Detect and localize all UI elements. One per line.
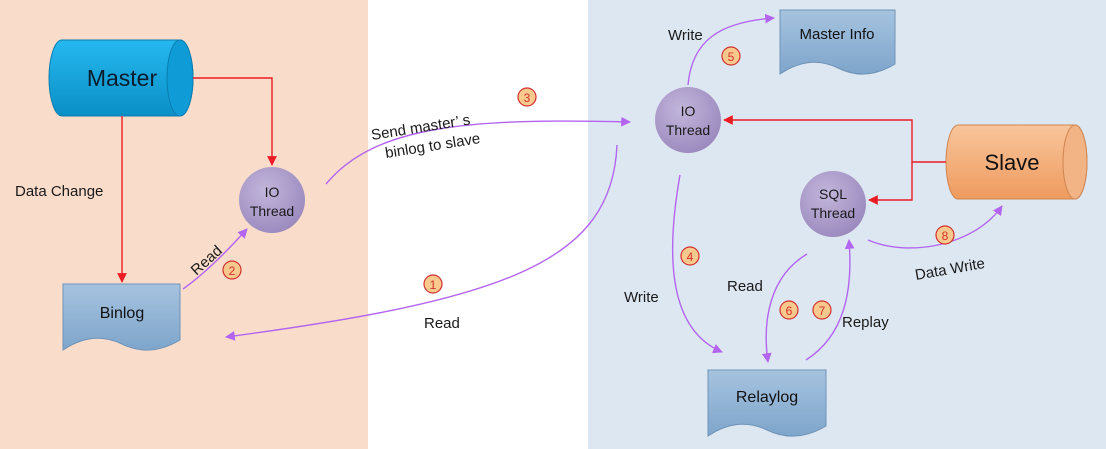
master-io-thread-line2: Thread: [250, 203, 294, 219]
master-db: Master: [48, 39, 194, 117]
arrow-write-relaylog: [671, 174, 723, 354]
slave-db: Slave: [945, 124, 1088, 200]
arrow-write-master-info: [687, 13, 775, 86]
label-read-relaylog: Read: [727, 278, 763, 295]
binlog-label: Binlog: [100, 305, 144, 322]
master-info-label: Master Info: [799, 26, 874, 43]
step-7-text: 7: [819, 304, 826, 318]
step-badge-8: 8: [935, 225, 955, 245]
arrow-slave-to-sql-thread: [868, 162, 913, 205]
slave-label: Slave: [984, 150, 1039, 175]
purple-arrows: [182, 13, 1003, 363]
binlog-doc: Binlog: [62, 283, 181, 351]
master-info-doc: Master Info: [779, 9, 896, 75]
step-badge-1: 1: [423, 274, 443, 294]
arrow-data-write: [867, 205, 1003, 249]
step-badge-6: 6: [779, 300, 799, 320]
step-badge-3: 3: [517, 87, 537, 107]
arrow-read-request: [225, 144, 618, 341]
slave-io-thread: IO Thread: [655, 87, 721, 153]
step-2-text: 2: [229, 264, 236, 278]
step-badges: 1 2 3 4 5 6 7 8: [222, 46, 955, 320]
step-badge-7: 7: [812, 300, 832, 320]
step-badge-4: 4: [680, 246, 700, 266]
step-5-text: 5: [728, 50, 735, 64]
step-4-text: 4: [687, 250, 694, 264]
master-io-thread-line1: IO: [265, 184, 280, 200]
step-1-text: 1: [430, 278, 437, 292]
master-label: Master: [87, 65, 158, 91]
arrow-read-binlog: [182, 228, 248, 290]
sql-thread: SQL Thread: [800, 171, 866, 237]
label-data-change: Data Change: [15, 183, 103, 200]
relaylog-doc: Relaylog: [707, 369, 827, 437]
step-badge-2: 2: [222, 260, 242, 280]
sql-thread-line2: Thread: [811, 205, 855, 221]
arrow-replay: [805, 239, 855, 361]
label-write-relaylog: Write: [624, 289, 659, 306]
arrow-slave-to-io-thread: [723, 115, 946, 163]
label-write-master-info: Write: [668, 27, 703, 44]
label-replay: Replay: [842, 314, 889, 331]
arrow-read-relaylog: [761, 253, 808, 363]
step-3-text: 3: [524, 91, 531, 105]
step-6-text: 6: [786, 304, 793, 318]
master-io-thread: IO Thread: [239, 167, 305, 233]
slave-io-thread-line2: Thread: [666, 122, 710, 138]
step-badge-5: 5: [721, 46, 741, 66]
arrow-send-binlog: [325, 116, 631, 185]
sql-thread-line1: SQL: [819, 186, 847, 202]
slave-io-thread-line1: IO: [681, 103, 696, 119]
red-arrows: [117, 77, 946, 283]
step-8-text: 8: [942, 229, 949, 243]
label-read-request: Read: [424, 315, 460, 332]
arrow-master-to-io-thread: [193, 77, 277, 166]
relaylog-label: Relaylog: [736, 389, 798, 406]
